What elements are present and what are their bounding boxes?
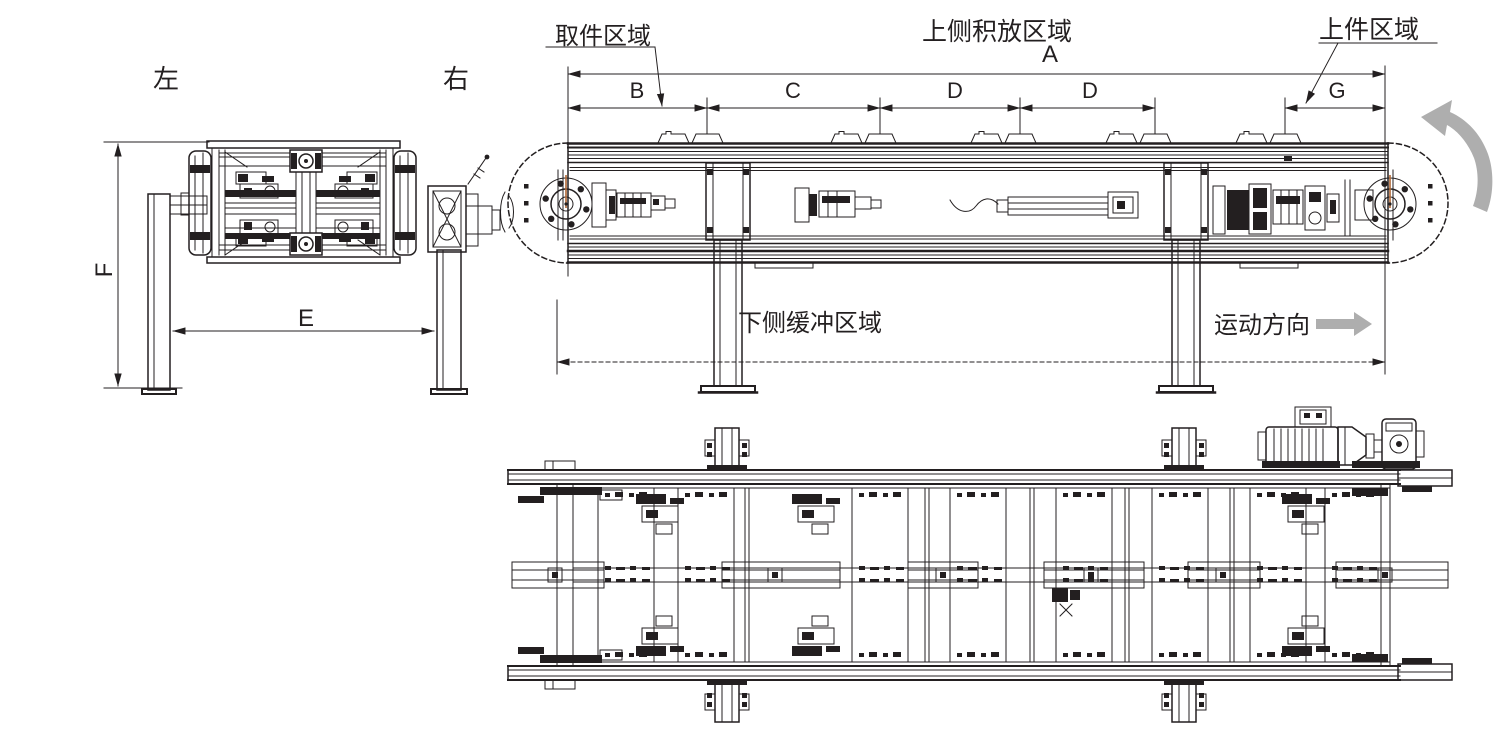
dimension-g-label: G [1328,78,1345,103]
side-view-leg-2 [1155,161,1217,394]
plan-left-end [518,487,623,663]
slide-unit [721,561,841,589]
label-motion-direction: 运动方向 [1214,312,1310,339]
dimension-b-label: B [630,78,645,103]
dimension-c-label: C [785,78,801,103]
left-drive-cluster [591,182,676,228]
plan-leg-top-1 [704,427,750,472]
label-lower-buffer-area: 下侧缓冲区域 [738,310,882,337]
end-view-left-label: 左 [153,64,179,94]
plan-frame [556,483,1391,667]
dimension-a-label: A [1042,41,1058,68]
callout-pick-area-label: 取件区域 [555,23,651,50]
side-view: A B C D D G 取件区域 上侧积放区域 上件区域 [507,16,1493,394]
plan-pallet-plates [597,487,1382,663]
slide-unit [1187,561,1261,589]
dimension-e: E [172,305,435,335]
left-sprocket [539,174,593,231]
dimension-e-label: E [298,305,314,332]
plan-leg-top-2 [1161,427,1207,472]
plan-leg-bottom-1 [704,678,750,723]
side-view-leg-1 [697,161,759,394]
end-view-mechanism-lower-right [334,219,378,247]
callout-load-area-label: 上件区域 [1319,16,1419,44]
side-view-mechanisms [591,179,1374,236]
end-view-right-leg [430,249,468,395]
dimension-d1-label: D [947,78,963,103]
slide-unit [907,561,979,589]
dimension-segments: B C D D G [567,78,1386,112]
slide-unit [1335,561,1449,589]
end-view-mechanism-lower-left [235,219,279,247]
plan-motor-assembly [1257,406,1425,470]
center-tensioner [996,191,1139,219]
side-view-pallets [657,131,1302,144]
motion-direction: 运动方向 [1214,312,1372,339]
callout-pick-area: 取件区域 [545,23,665,107]
right-sprocket [1363,174,1417,231]
end-view-right-label: 右 [443,64,469,94]
end-view-motor [427,154,514,253]
left-end-arc [507,142,569,264]
slide-unit [511,561,605,589]
dimension-d2-label: D [1082,78,1098,103]
right-drive-cluster [1212,179,1374,236]
cable-loop [949,198,999,212]
left-end-dots [524,184,529,223]
end-view-left-leg [141,193,208,395]
end-view-mechanism-upper-right [334,171,378,199]
end-view: 左 右 F E [91,64,514,395]
end-view-mechanism-upper-left [235,171,279,199]
side-view-conveyor-body [507,142,1449,269]
slide-unit [1043,561,1145,589]
plan-top-rail [507,460,1453,492]
right-end-dots [1428,184,1433,223]
dimension-f-label: F [91,263,118,278]
plan-view [507,406,1453,723]
dimension-a: A [567,41,1386,78]
mid-cluster [794,187,882,223]
plan-leg-bottom-2 [1161,678,1207,723]
rotation-arrow [1421,100,1493,212]
callout-load-area: 上件区域 [1305,16,1438,104]
lower-buffer-dimension: 下侧缓冲区域 [556,310,1386,366]
end-view-center-column [289,149,323,256]
motion-direction-arrow [1316,312,1372,336]
dimension-f: F [91,141,210,389]
plan-center-slides [511,561,1449,617]
center-hanging-mechanism [1052,588,1080,617]
right-end-arc [1387,142,1449,264]
plan-bottom-rail [507,658,1453,690]
label-upper-accumulation-area: 上侧积放区域 [922,18,1072,46]
end-view-machine-body [180,140,417,264]
